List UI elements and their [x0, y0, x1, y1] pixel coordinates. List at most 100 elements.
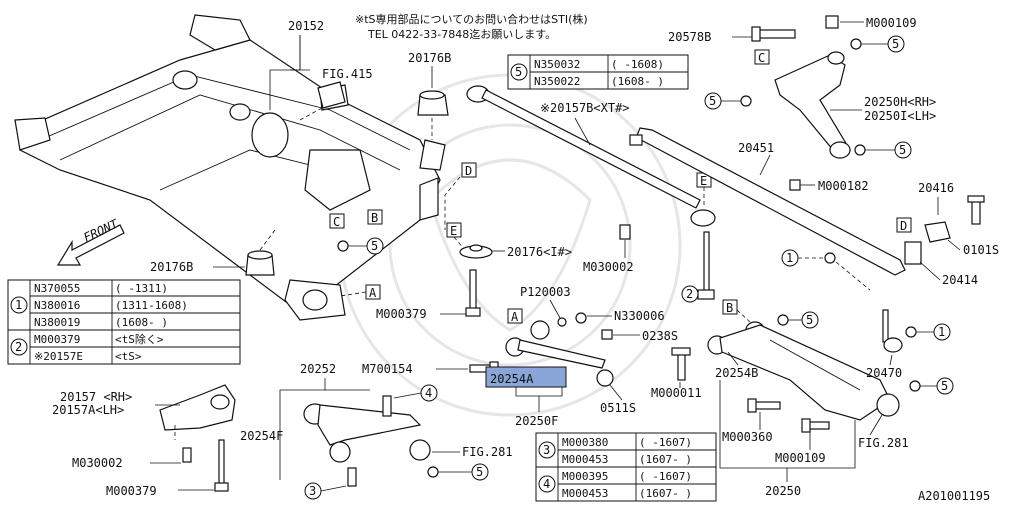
svg-text:5: 5	[476, 465, 483, 479]
table4-row1-range: ( -1607)	[639, 470, 692, 483]
svg-text:3: 3	[309, 484, 316, 498]
highlighted-part-20254A[interactable]	[485, 366, 567, 388]
part-M700154: M700154	[362, 362, 413, 376]
svg-text:C: C	[333, 215, 340, 229]
stabilizer-bar-20451	[629, 127, 922, 276]
ref-letter-C-subframe	[329, 213, 345, 229]
part-20414: 20414	[942, 273, 978, 287]
part-M030002-mid: M030002	[583, 260, 634, 274]
ref-letter-C-right	[754, 49, 770, 65]
part-fig415: FIG.415	[322, 67, 373, 81]
svg-text:B: B	[726, 301, 733, 315]
part-20250: 20250	[765, 484, 801, 498]
svg-text:3: 3	[543, 443, 550, 457]
table1-row3-part: N380019	[34, 316, 80, 329]
svg-text:4: 4	[543, 477, 550, 491]
lateral-link-20157B	[466, 85, 716, 227]
diagram-id: A201001195	[918, 489, 990, 503]
ref-letter-B-arm	[722, 299, 738, 315]
rear-subframe-drawing	[14, 14, 446, 321]
part-0238S: 0238S	[642, 329, 678, 343]
svg-text:2: 2	[15, 340, 22, 354]
part-20176B-left: 20176B	[150, 260, 193, 274]
part-20254B: 20254B	[715, 366, 758, 380]
part-M000109-top: M000109	[866, 16, 917, 30]
ref-letter-B-subframe	[367, 209, 383, 225]
part-P120003: P120003	[520, 285, 571, 299]
svg-text:A: A	[369, 286, 377, 300]
part-20157B-XT: ※20157B<XT#>	[540, 101, 630, 115]
fastener-table-5: 5 N350032 ( -1608) N350022 (1608- )	[507, 54, 689, 90]
svg-text:5: 5	[941, 379, 948, 393]
part-20254F: 20254F	[240, 429, 283, 443]
part-20470: 20470	[866, 366, 902, 380]
fastener-table-4: 4 M000395 ( -1607) M000453 (1607- )	[535, 466, 717, 502]
upper-arm-20250H	[774, 51, 851, 159]
svg-text:A: A	[511, 310, 519, 324]
svg-text:5: 5	[806, 313, 813, 327]
svg-text:1: 1	[786, 251, 793, 265]
svg-text:D: D	[465, 164, 472, 178]
part-20252: 20252	[300, 362, 336, 376]
svg-text:B: B	[371, 211, 378, 225]
part-M000360: M000360	[722, 430, 773, 444]
table2-row1-part: M000379	[34, 333, 80, 346]
table3-row2-range: (1607- )	[639, 453, 692, 466]
table1-row3-range: (1608- )	[115, 316, 168, 329]
table4-row2-range: (1607- )	[639, 487, 692, 500]
table5-row1-range: ( -1608)	[611, 58, 664, 71]
table3-row1-part: M000380	[562, 436, 608, 449]
part-20578B: 20578B	[668, 30, 711, 44]
table3-row2-part: M000453	[562, 453, 608, 466]
table1-row1-range: ( -1311)	[115, 282, 168, 295]
lower-arm-20250	[707, 321, 900, 421]
table2-row2-part: ※20157E	[34, 350, 83, 363]
table3-row1-range: ( -1607)	[639, 436, 692, 449]
ref-letter-A-link	[507, 308, 523, 324]
svg-text:D: D	[900, 219, 907, 233]
table5-row2-part: N350022	[534, 75, 580, 88]
part-20250I-LH: 20250I<LH>	[864, 109, 936, 123]
ref-letter-D-right	[896, 217, 912, 233]
svg-text:5: 5	[515, 65, 522, 79]
part-20176B-top: 20176B	[408, 51, 451, 65]
part-0511S: 0511S	[600, 401, 636, 415]
part-M000379-mid: M000379	[376, 307, 427, 321]
ref-letter-D-center	[461, 162, 477, 178]
ref-circle-2	[681, 285, 699, 303]
front-direction-arrow: FRONT	[56, 216, 125, 266]
table1-row2-range: (1311-1608)	[115, 299, 188, 312]
table2-row2-range: <tS>	[115, 350, 142, 363]
svg-text:E: E	[450, 224, 457, 238]
table1-row2-part: N380016	[34, 299, 80, 312]
sti-notice-line1: ※tS専用部品についてのお問い合わせはSTI(株)	[355, 12, 588, 26]
part-FIG281-right: FIG.281	[858, 436, 909, 450]
fastener-table-1: 1 N370055 ( -1311) N380016 (1311-1608) N…	[7, 279, 241, 331]
svg-text:5: 5	[899, 143, 906, 157]
svg-text:C: C	[758, 51, 765, 65]
table5-row1-part: N350032	[534, 58, 580, 71]
svg-text:5: 5	[371, 239, 378, 253]
svg-text:1: 1	[15, 298, 22, 312]
svg-text:2: 2	[686, 287, 693, 301]
table4-row1-part: M000395	[562, 470, 608, 483]
part-20157A-LH: 20157A<LH>	[52, 403, 124, 417]
svg-text:5: 5	[709, 94, 716, 108]
table1-row1-part: N370055	[34, 282, 80, 295]
part-FIG281-left: FIG.281	[462, 445, 513, 459]
part-N330006: N330006	[614, 309, 665, 323]
part-20176I: 20176<I#>	[507, 245, 572, 259]
svg-text:4: 4	[425, 386, 432, 400]
lower-link-20252	[303, 403, 431, 463]
fastener-table-2: 2 M000379 <tS除く> ※20157E <tS>	[7, 329, 241, 365]
part-M000011: M000011	[651, 386, 702, 400]
svg-text:E: E	[700, 174, 707, 188]
sti-notice-line2: TEL 0422-33-7848迄お願いします。	[367, 27, 556, 41]
part-M000379-bottom: M000379	[106, 484, 157, 498]
part-20250H-RH: 20250H<RH>	[864, 95, 936, 109]
part-M000182: M000182	[818, 179, 869, 193]
fastener-table-3: 3 M000380 ( -1607) M000453 (1607- )	[535, 432, 717, 468]
svg-text:1: 1	[938, 325, 945, 339]
highlighted-part-label: 20254A	[490, 372, 534, 386]
table2-row1-range: <tS除く>	[115, 332, 164, 346]
